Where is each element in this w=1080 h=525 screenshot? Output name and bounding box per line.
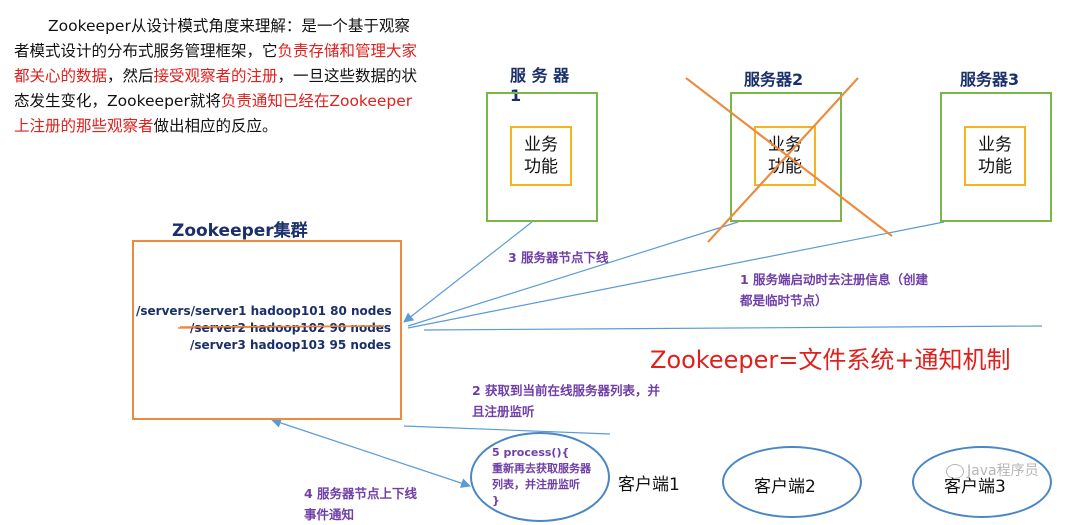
arrow-cluster-to-client1 — [271, 418, 471, 488]
server3-box — [940, 92, 1052, 222]
cluster-title: Zookeeper集群 — [172, 221, 308, 241]
step3-label: 3 服务器节点下线 — [508, 250, 609, 265]
cluster-row-server3: /server3 hadoop103 95 nodes — [190, 338, 392, 352]
intro-highlight: 负责存储和管理大家都关心的数据 — [14, 42, 418, 85]
intro-paragraph: Zookeeper从设计模式角度来理解：是一个基于观察者模式设计的分布式服务管理… — [14, 14, 418, 139]
client1-ellipse — [470, 432, 610, 522]
intro-text: ，一旦这些数据的状态发生变化，Zookeeper就将 — [14, 67, 418, 110]
arrow-server1-to-cluster — [403, 221, 533, 323]
cluster-row-server2: /server2 hadoop102 90 nodes — [190, 321, 392, 335]
client2-name: 客户端2 — [754, 477, 816, 497]
wechat-icon — [946, 463, 964, 479]
watermark: Java程序员 — [946, 460, 1039, 480]
step1-label: 1 服务端启动时去注册信息（创建都是临时节点） — [740, 272, 929, 308]
client3-name: 客户端3 — [944, 477, 1006, 497]
arrow-server2-to-cluster — [407, 221, 739, 327]
client3-ellipse — [912, 446, 1052, 518]
intro-text: Zookeeper从设计模式角度来理解：是一个基于观察者模式设计的分布式服务管理… — [14, 17, 410, 60]
intro-highlight: 接受观察者的注册 — [153, 67, 278, 85]
separator-line — [423, 325, 1043, 331]
arrow-client1-to-cluster — [403, 425, 611, 435]
step4-label: 4 服务器节点上下线事件通知 — [304, 486, 418, 522]
formula-text: Zookeeper=文件系统+通知机制 — [650, 346, 1011, 374]
intro-text: 做出相应的反应。 — [153, 117, 278, 135]
server3-function: 业务 功能 — [964, 126, 1026, 186]
server1-title: 服 务 器 1 — [510, 66, 570, 105]
server3-title: 服务器3 — [960, 70, 1020, 89]
intro-highlight: 负责通知已经在Zookeeper上注册的那些观察者 — [14, 92, 413, 135]
client1-name: 客户端1 — [618, 475, 680, 495]
watermark-text: Java程序员 — [967, 463, 1039, 479]
step2-label: 2 获取到当前在线服务器列表，并且注册监听 — [472, 383, 661, 419]
client2-ellipse — [722, 446, 862, 518]
server1-function: 业务 功能 — [510, 126, 572, 186]
server2-function: 业务 功能 — [754, 126, 816, 186]
intro-text: ，然后 — [107, 67, 154, 85]
cluster-row-server1: /servers/server1 hadoop101 80 nodes — [136, 304, 392, 318]
cluster-box — [132, 240, 402, 420]
client1-process-label: 5 process(){ 重新再去获取服务器 列表，并注册监听 } — [492, 446, 591, 507]
server2-title: 服务器2 — [744, 70, 804, 89]
server1-box — [486, 92, 598, 222]
